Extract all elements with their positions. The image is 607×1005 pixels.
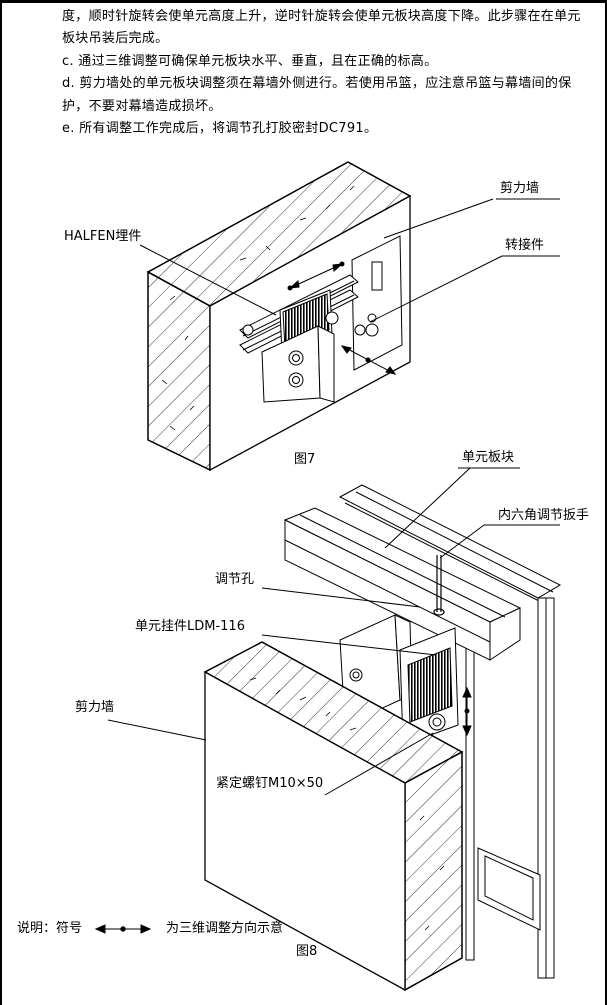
step-d: d. 剪力墙处的单元板块调整须在幕墙外侧进行。若使用吊篮，应注意吊篮与幕墙间的保 [62, 76, 572, 92]
figure7-adjust-arrows [287, 261, 397, 375]
legend-description: 为三维调整方向示意 [166, 921, 284, 936]
top-border [0, 0, 607, 3]
right-border [605, 0, 607, 1005]
figure8-concrete-marks [249, 677, 445, 931]
figure8-curtain-wall-frame [338, 484, 562, 979]
step-c: c. 通过三维调整可确保单元板块水平、垂直，且在正确的标高。 [62, 53, 438, 69]
legend-arrow-symbol [94, 924, 152, 934]
label-unit-hanger: 单元挂件LDM-116 [135, 619, 245, 634]
figure7-bracket-assembly [239, 235, 403, 403]
left-border [0, 0, 2, 1005]
figure8-adjust-arrow [462, 686, 472, 737]
figure7-caption: 图7 [294, 452, 316, 467]
figure7-wall [146, 161, 412, 472]
label-adjust-hole: 调节孔 [215, 572, 255, 587]
instruction-text: 度，顺时针旋转会使单元高度上升，逆时针旋转会使单元板块高度下降。此步骤在在单元 … [62, 6, 592, 140]
figure8-caption: 图8 [296, 944, 318, 959]
label-hex-wrench: 内六角调节扳手 [498, 508, 590, 523]
figure8-wall [203, 641, 464, 992]
figure8-hex-wrench [433, 555, 445, 616]
label-shear-wall-fig7: 剪力墙 [500, 181, 540, 196]
label-unit-panel: 单元板块 [462, 450, 515, 465]
figure7-concrete-marks [161, 185, 355, 431]
paragraph-line: 护，不要对幕墙造成损坏。 [62, 98, 222, 114]
figure8-transom [283, 507, 522, 661]
step-e: e. 所有调整工作完成后，将调节孔打胶密封DC791。 [62, 121, 378, 137]
label-set-screw: 紧定螺钉M10×50 [216, 776, 324, 791]
label-halfen-embed: HALFEN埋件 [64, 229, 142, 244]
figure8-leaders [107, 467, 560, 796]
label-shear-wall-fig8: 剪力墙 [75, 700, 115, 715]
label-adapter: 转接件 [505, 238, 545, 253]
paragraph-line: 板块吊装后完成。 [62, 31, 169, 47]
paragraph-line: 度，顺时针旋转会使单元高度上升，逆时针旋转会使单元板块高度下降。此步骤在在单元 [62, 9, 581, 24]
legend-prefix: 说明：符号 [17, 921, 83, 936]
figure7-leaders [139, 198, 560, 323]
